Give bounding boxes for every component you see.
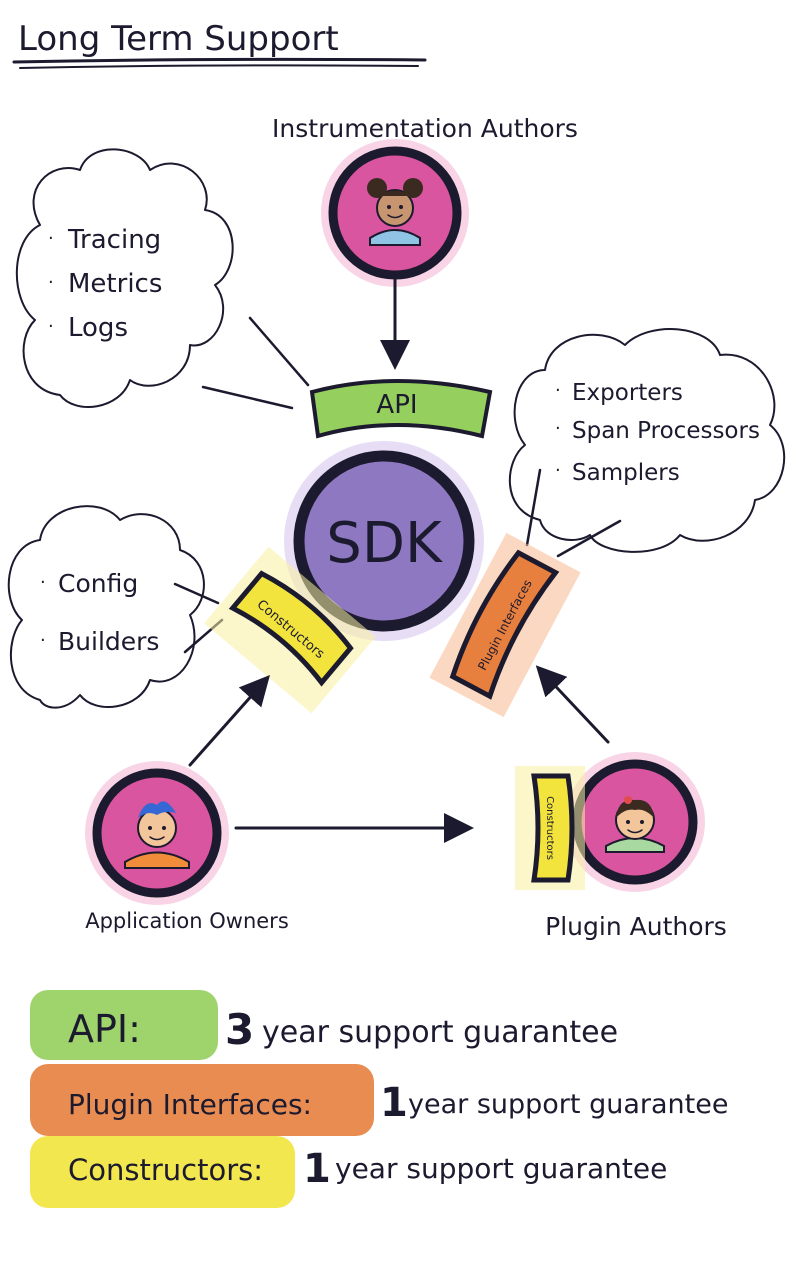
- plugin-authors-label: Plugin Authors: [545, 912, 727, 941]
- signal-bullet-1: ·: [48, 228, 54, 249]
- sdk-core: SDK: [284, 441, 484, 641]
- api-banner-label: API: [376, 390, 417, 420]
- plugin-bullet-2: ·: [555, 418, 561, 439]
- legend-api-label: API:: [68, 1007, 141, 1051]
- plugin-constructors-banner: Constructors: [515, 766, 585, 890]
- signal-bullet-3: ·: [48, 316, 54, 337]
- legend-constructors-number: 1: [303, 1146, 331, 1192]
- plugin-interfaces-banner: Plugin Interfaces: [429, 532, 581, 718]
- legend-api: API: 3 year support guarantee: [30, 990, 618, 1060]
- sdk-label: SDK: [326, 511, 443, 576]
- plugins-cloud: [508, 328, 786, 553]
- plugins-connector-1: [525, 468, 542, 547]
- constructor-bullet-2: ·: [40, 630, 46, 651]
- plugin-bullet-3: ·: [555, 460, 561, 481]
- signal-metrics: Metrics: [68, 269, 162, 299]
- plugins-connector-2: [556, 519, 622, 558]
- signals-connector-1: [248, 316, 310, 387]
- signals-connector-2: [201, 385, 294, 410]
- arrow-plugin-authors-to-interfaces: [535, 665, 610, 744]
- application-owner-avatar: [85, 761, 229, 905]
- plugin-constructors-banner-label: Constructors: [544, 796, 555, 860]
- plugin-exporters: Exporters: [572, 380, 683, 406]
- constructor-bullet-1: ·: [40, 572, 46, 593]
- title-underline: [12, 57, 427, 64]
- legend-plugin-interfaces: Plugin Interfaces: 1 year support guaran…: [30, 1064, 728, 1136]
- page-title: Long Term Support: [18, 19, 339, 59]
- legend-api-text: year support guarantee: [262, 1015, 618, 1050]
- legend-plugin-interfaces-text: year support guarantee: [408, 1089, 728, 1120]
- plugin-span-processors: Span Processors: [572, 418, 760, 444]
- plugin-samplers: Samplers: [572, 460, 680, 486]
- legend-constructors-text: year support guarantee: [335, 1152, 667, 1185]
- constructor-builders: Builders: [58, 627, 159, 656]
- api-banner: API: [309, 379, 493, 439]
- signal-logs: Logs: [68, 313, 128, 343]
- legend-constructors: Constructors: 1 year support guarantee: [30, 1136, 667, 1208]
- plugin-author-avatar: [565, 752, 705, 892]
- legend-api-number: 3: [225, 1005, 254, 1054]
- plugin-bullet-1: ·: [555, 380, 561, 401]
- instrumentation-author-avatar: [321, 139, 469, 287]
- application-owners-label: Application Owners: [85, 909, 289, 933]
- legend-constructors-label: Constructors:: [68, 1153, 263, 1187]
- signal-tracing: Tracing: [67, 225, 161, 255]
- instrumentation-authors-label: Instrumentation Authors: [272, 114, 578, 143]
- legend-plugin-interfaces-label: Plugin Interfaces:: [68, 1088, 312, 1121]
- signal-bullet-2: ·: [48, 272, 54, 293]
- arrow-app-owners-to-constructors: [188, 675, 270, 767]
- constructors-connector-1: [173, 582, 220, 605]
- constructor-config: Config: [58, 569, 138, 598]
- title-underline-2: [19, 64, 419, 69]
- constructors-banner: Constructors: [204, 546, 376, 714]
- signals-cloud: [15, 148, 234, 408]
- legend-plugin-interfaces-number: 1: [380, 1080, 408, 1126]
- constructors-cloud: [7, 505, 205, 709]
